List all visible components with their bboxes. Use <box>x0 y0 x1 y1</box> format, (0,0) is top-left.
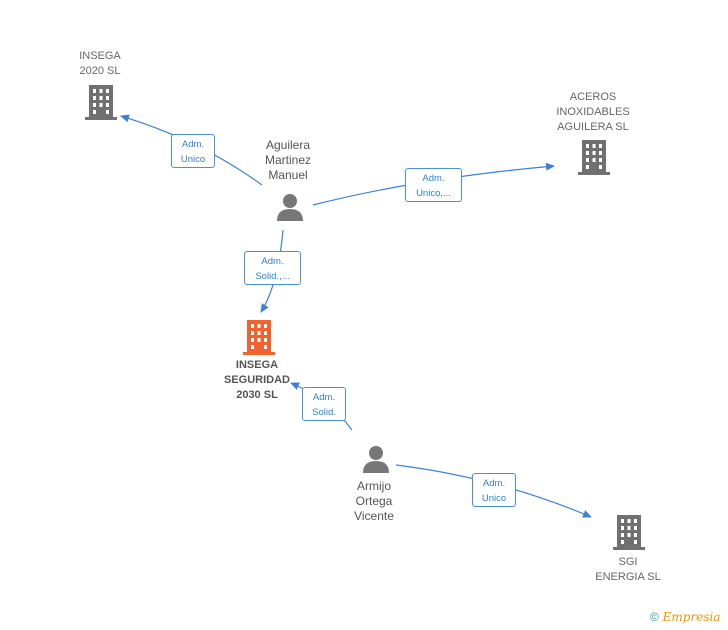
company-name-line: ACEROS <box>569 91 617 103</box>
edge-label-line: Unico <box>481 493 507 504</box>
person-name-line: Ortega <box>355 494 393 508</box>
person-name-line: Aguilera <box>265 138 311 152</box>
copyright-symbol: © <box>650 610 659 624</box>
edge-label-line: Adm. <box>422 173 445 184</box>
person-label-armijo: Armijo Ortega Vicente <box>334 479 414 524</box>
brand-name: Empresia <box>662 610 721 624</box>
company-name-line: 2030 SL <box>236 389 278 401</box>
company-label-sgi: SGI ENERGIA SL <box>586 555 670 585</box>
company-name-line: ENERGIA SL <box>595 571 661 583</box>
building-icon[interactable] <box>613 515 645 550</box>
edge-label-adm-unico[interactable]: Adm. Unico <box>171 134 215 168</box>
edge-label-line: Solid.,... <box>255 271 290 282</box>
company-name-line: 2020 SL <box>79 65 121 77</box>
edge-label-line: Adm. <box>261 256 284 267</box>
person-icon[interactable] <box>275 192 305 222</box>
edge-label-line: Adm. <box>312 392 336 403</box>
company-label-insega2020: INSEGA 2020 SL <box>60 49 140 79</box>
company-name-line: INSEGA <box>235 359 279 371</box>
edge-label-line: Unico,... <box>416 188 451 199</box>
edge-label-line: Unico <box>180 154 206 165</box>
person-label-aguilera: Aguilera Martinez Manuel <box>248 138 328 183</box>
building-icon-focus[interactable] <box>243 320 275 355</box>
person-icon[interactable] <box>361 444 391 474</box>
company-name-line: INOXIDABLES <box>556 106 630 118</box>
edge-label-adm-unico[interactable]: Adm. Unico <box>472 473 516 507</box>
edge-label-adm-unico-more[interactable]: Adm. Unico,... <box>405 168 462 202</box>
edge-label-line: Adm. <box>482 478 506 489</box>
person-name-line: Manuel <box>268 168 308 182</box>
company-name-line: INSEGA <box>79 50 121 62</box>
edge-label-line: Adm. <box>181 139 205 150</box>
person-name-line: Armijo <box>356 479 391 493</box>
empresia-logo: © Empresia <box>650 610 720 624</box>
company-label-insega2030: INSEGA SEGURIDAD 2030 SL <box>212 358 302 403</box>
building-icon[interactable] <box>578 140 610 175</box>
person-name-line: Martinez <box>264 153 311 167</box>
company-label-aceros: ACEROS INOXIDABLES AGUILERA SL <box>540 90 646 135</box>
person-name-line: Vicente <box>354 509 394 523</box>
edge-label-adm-solid[interactable]: Adm. Solid. <box>302 387 346 421</box>
edge-label-line: Solid. <box>312 407 336 418</box>
edge-label-adm-solid-more[interactable]: Adm. Solid.,... <box>244 251 301 285</box>
company-name-line: SGI <box>618 556 638 568</box>
company-name-line: SEGURIDAD <box>223 374 290 386</box>
building-icon[interactable] <box>85 85 117 120</box>
company-name-line: AGUILERA SL <box>557 121 629 133</box>
